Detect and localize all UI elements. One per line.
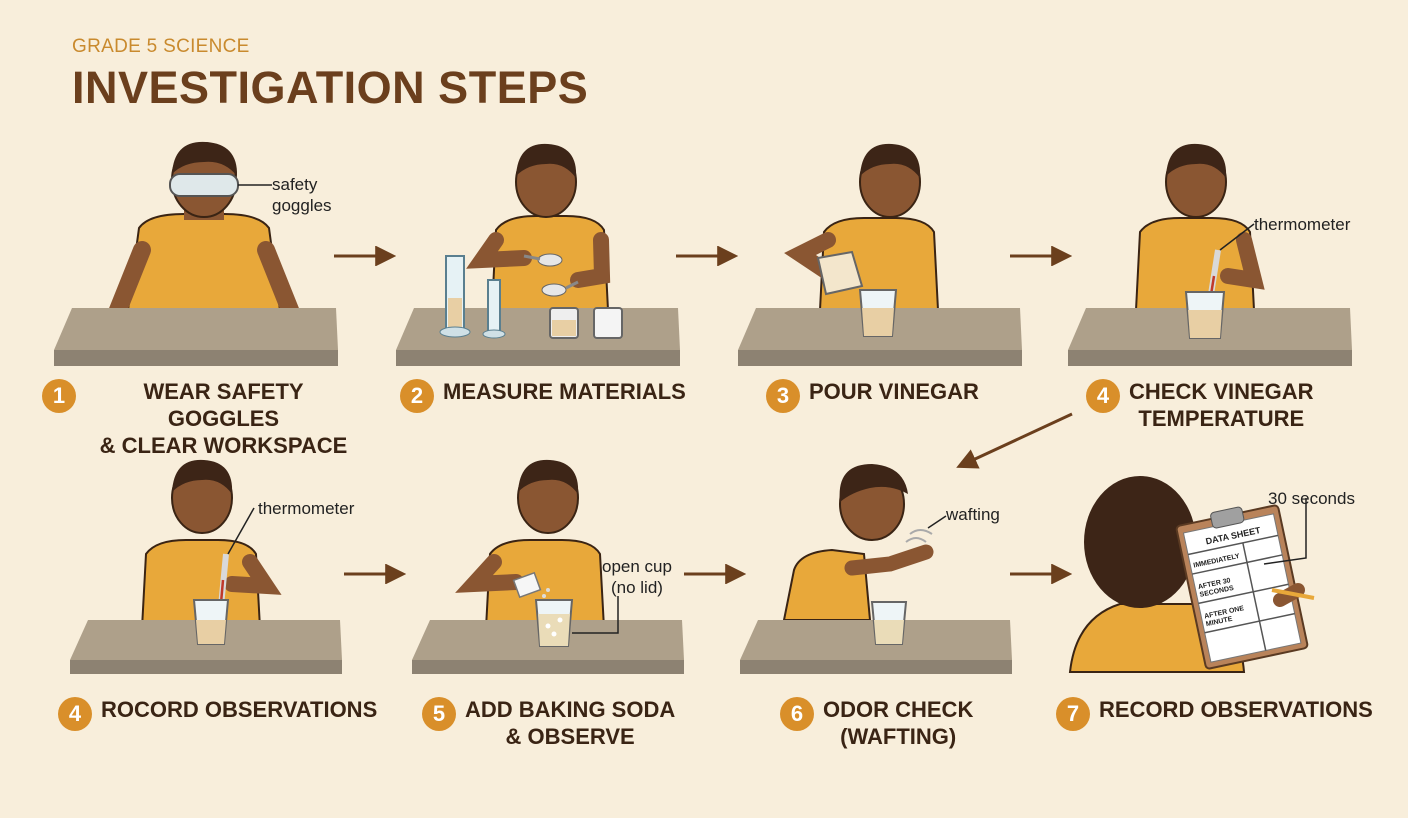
thermometer-callout: thermometer (1254, 215, 1351, 234)
step-label: MEASURE MATERIALS (443, 379, 686, 404)
student-baking-soda-illustration (412, 459, 684, 674)
step-label: ROCORD OBSERVATIONS (101, 697, 378, 722)
open-cup-callout: open cup (no lid) (602, 557, 672, 597)
step-panel-7: wafting 6 ODOR CHECK (WAFTING) (740, 458, 1040, 818)
step-label: RECORD OBSERVATIONS (1099, 697, 1373, 722)
student-data-sheet-illustration: DATA SHEET IMMEDIATELY AFTER 30SECONDS A… (1068, 476, 1315, 673)
step-panel-3: 3 POUR VINEGAR (738, 140, 1038, 500)
step-caption-7: 6 ODOR CHECK (WAFTING) (780, 696, 1100, 750)
step-caption-8: 7 RECORD OBSERVATIONS (1056, 696, 1376, 731)
step-caption-6: 5 ADD BAKING SODA & OBSERVE (422, 696, 742, 750)
arrow-right-icon (1010, 246, 1073, 266)
student-pouring-illustration (738, 143, 1022, 366)
step-number-badge: 4 (58, 697, 92, 731)
step-caption-2: 2 MEASURE MATERIALS (400, 378, 720, 413)
step-number-badge: 3 (766, 379, 800, 413)
step-number-badge: 5 (422, 697, 456, 731)
student-thermometer-illustration (1068, 143, 1352, 366)
step-number-badge: 6 (780, 697, 814, 731)
step-panel-2: 2 MEASURE MATERIALS (396, 140, 696, 500)
safety-goggles-callout: safety goggles (272, 175, 332, 215)
arrow-down-left-icon (956, 412, 1073, 469)
step-label: CHECK VINEGAR TEMPERATURE (1129, 379, 1314, 431)
step-panel-1: safety goggles 1 WEAR SAFETY GOGGLES & C… (42, 140, 354, 500)
step-label: POUR VINEGAR (809, 379, 979, 404)
step-caption-5: 4 ROCORD OBSERVATIONS (58, 696, 378, 731)
thirty-seconds-callout: 30 seconds (1268, 489, 1355, 508)
step-label: ODOR CHECK (WAFTING) (823, 697, 974, 749)
step-label: WEAR SAFETY GOGGLES & CLEAR WORKSPACE (99, 379, 348, 458)
step-label: ADD BAKING SODA & OBSERVE (465, 697, 676, 749)
step-panel-4: thermometer 4 CHECK VINEGAR TEMPERATURE (1068, 140, 1368, 500)
step-number-badge: 2 (400, 379, 434, 413)
step-panel-6: open cup (no lid) 5 ADD BAKING SODA & OB… (412, 458, 712, 818)
student-recording-illustration (70, 459, 342, 674)
step-caption-3: 3 POUR VINEGAR (766, 378, 1086, 413)
wafting-callout: wafting (946, 505, 1000, 524)
step-number-badge: 7 (1056, 697, 1090, 731)
arrow-right-icon (344, 564, 407, 584)
step-number-badge: 1 (42, 379, 76, 413)
thermometer-callout: thermometer (258, 499, 355, 518)
arrow-right-icon (676, 246, 739, 266)
student-goggles-illustration (54, 141, 338, 366)
arrow-right-icon (684, 564, 747, 584)
student-measuring-illustration (396, 143, 680, 366)
page-title: INVESTIGATION STEPS (72, 62, 589, 113)
student-wafting-illustration (740, 464, 1012, 674)
page-subtitle: GRADE 5 SCIENCE (72, 36, 250, 57)
step-number-badge: 4 (1086, 379, 1120, 413)
arrow-right-icon (1010, 564, 1073, 584)
arrow-right-icon (334, 246, 397, 266)
step-panel-8: DATA SHEET IMMEDIATELY AFTER 30SECONDS A… (1056, 458, 1373, 818)
step-caption-1: 1 WEAR SAFETY GOGGLES & CLEAR WORKSPACE (42, 378, 362, 459)
header: GRADE 5 SCIENCE INVESTIGATION STEPS (72, 36, 588, 114)
step-caption-4: 4 CHECK VINEGAR TEMPERATURE (1086, 378, 1406, 432)
step-panel-5: thermometer 4 ROCORD OBSERVATIONS (58, 458, 377, 818)
